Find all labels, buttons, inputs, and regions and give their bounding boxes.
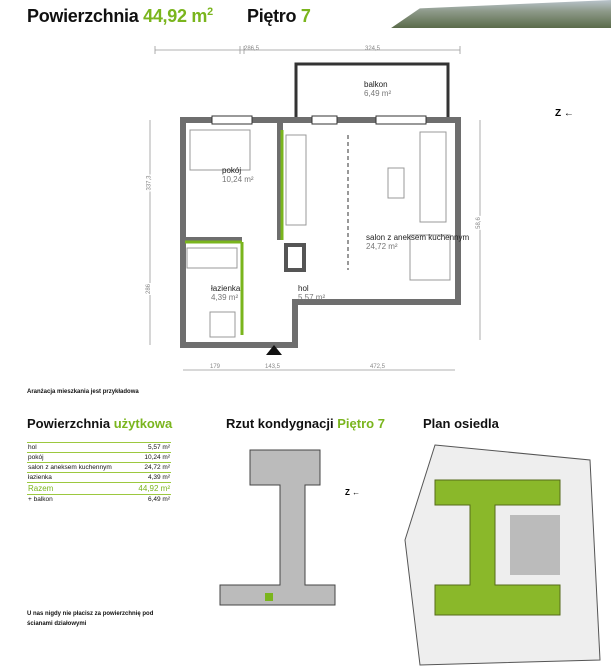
dimension-label: 472,5 xyxy=(370,364,386,370)
dimension-label-right: 58,6 xyxy=(475,216,482,230)
building-photo xyxy=(391,0,611,28)
arrangement-note: Aranżacja mieszkania jest przykładowa xyxy=(27,389,139,395)
usable-area-title: Powierzchnia użytkowa xyxy=(27,416,173,431)
entrance-arrow-icon xyxy=(266,345,282,355)
green-walls xyxy=(185,130,284,335)
floor-heading: Piętro 7 xyxy=(247,6,311,27)
estate-building-highlight xyxy=(434,479,561,616)
building-floor-map: Z ← xyxy=(219,449,360,606)
dimension-label-left-lower: 286 xyxy=(146,282,153,296)
dimension-label: 324,5 xyxy=(365,46,381,52)
area-heading: Powierzchnia 44,92 m2 xyxy=(27,6,213,27)
dimension-label: 143,5 xyxy=(265,364,281,370)
apartment-highlight xyxy=(265,593,273,601)
estate-plan-title: Plan osiedla xyxy=(423,416,499,431)
footnote: U nas nigdy nie płacisz za powierzchnię … xyxy=(27,611,154,627)
windows xyxy=(211,115,427,125)
floor-value: 7 xyxy=(300,6,311,26)
dimension-label: 179 xyxy=(210,364,221,370)
estate-site-map xyxy=(404,444,601,666)
apartment-floor-plan: Z ← xyxy=(149,46,574,371)
dimension-lines xyxy=(149,46,481,371)
dimension-label: 286,5 xyxy=(244,46,260,52)
floor-label: Piętro xyxy=(247,6,297,26)
area-label: Powierzchnia xyxy=(27,6,139,26)
dimension-label-left-upper: 337,3 xyxy=(146,174,153,192)
area-value: 44,92 m2 xyxy=(143,6,213,26)
floor-plan-title: Rzut kondygnacji Piętro 7 xyxy=(226,416,385,431)
furniture xyxy=(186,129,451,338)
walls xyxy=(180,117,461,348)
compass-icon: Z ← xyxy=(555,108,574,119)
compass-icon: Z ← xyxy=(345,488,360,497)
